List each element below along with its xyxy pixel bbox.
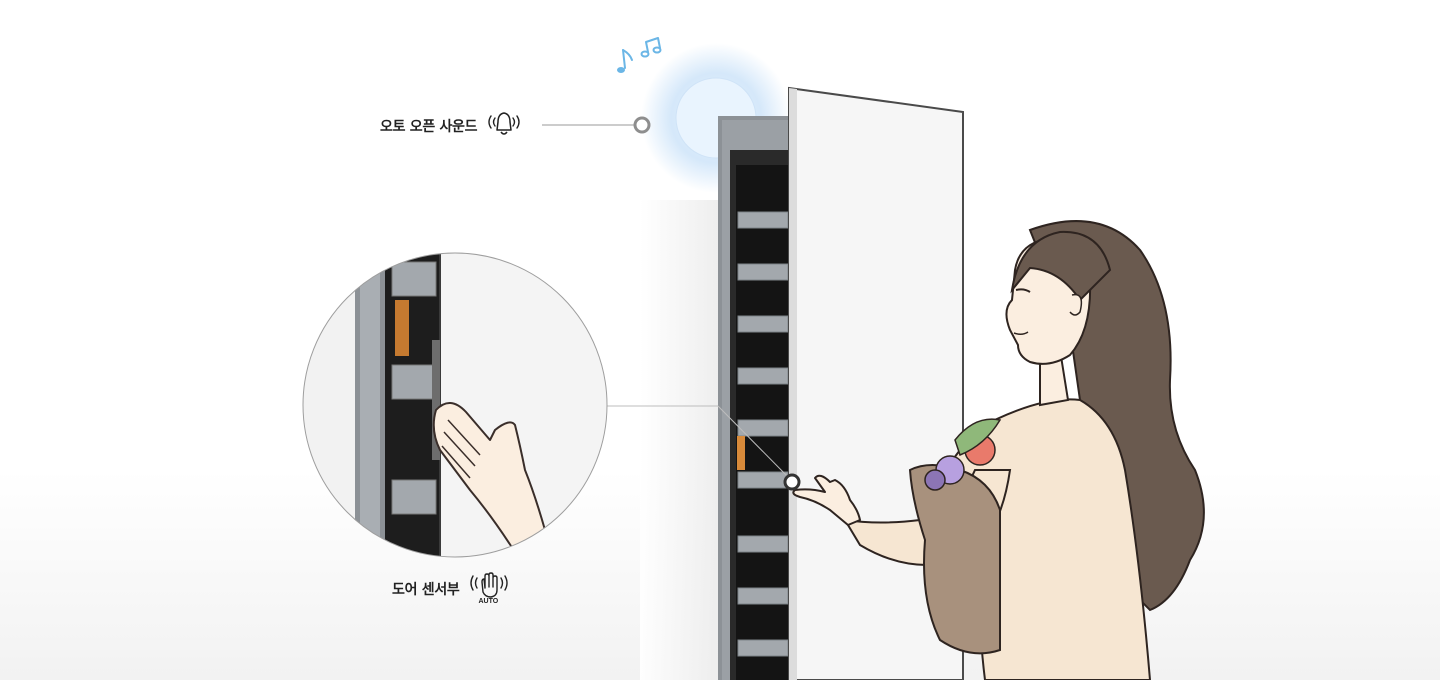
bell-sound-icon bbox=[485, 110, 523, 142]
auto-open-sound-label: 오토 오픈 사운드 bbox=[380, 119, 478, 135]
sound-callout-dot bbox=[633, 116, 651, 134]
inner-light bbox=[737, 436, 745, 470]
fridge-shadow bbox=[640, 200, 720, 680]
auto-caption: AUTO bbox=[478, 598, 499, 605]
auto-open-sound-callout: 오토 오픈 사운드 bbox=[380, 110, 523, 142]
music-notes-icon bbox=[617, 37, 662, 73]
woman-illustration bbox=[783, 220, 1205, 680]
door-sensor-callout: 도어 센서부 AUTO bbox=[392, 570, 511, 608]
zoom-hand bbox=[432, 402, 546, 557]
hand-touch-auto-icon: AUTO bbox=[467, 570, 511, 608]
door-sensor-label: 도어 센서부 bbox=[392, 582, 460, 598]
sensor-callout-dot bbox=[783, 473, 801, 491]
reaching-hand bbox=[792, 474, 861, 526]
